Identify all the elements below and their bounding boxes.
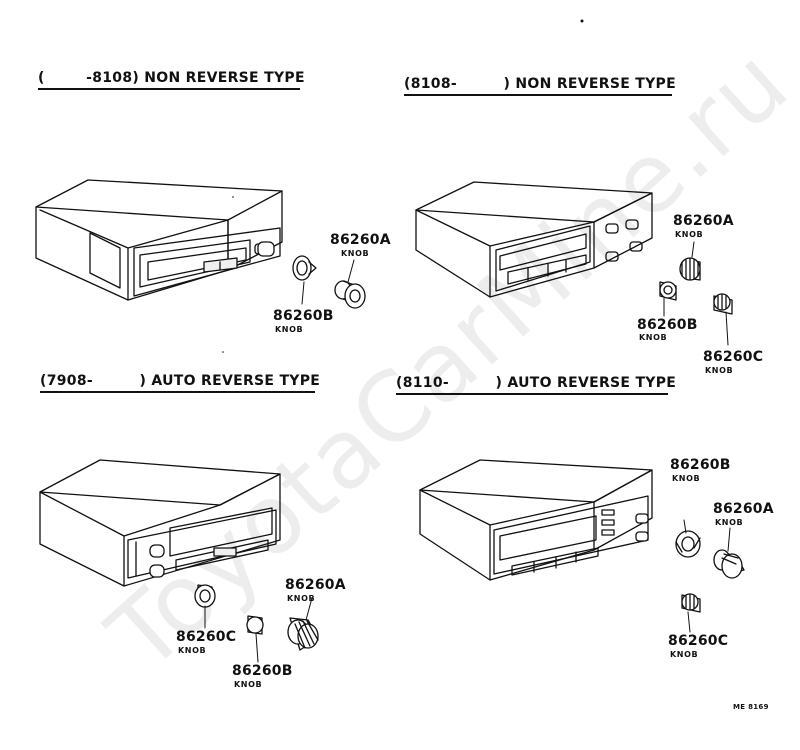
diagram-code: ME 8169 [733, 703, 769, 711]
radio-unit-auto-reverse-late [420, 460, 652, 580]
callout-s3-86260c-part: 86260C [176, 629, 237, 645]
callout-s3-86260a-part: 86260A [285, 577, 346, 593]
callout-s4-86260c-part: 86260C [668, 633, 729, 649]
callout-s3-86260c-name: KNOB [178, 646, 207, 655]
callout-s4-86260b-name: KNOB [672, 474, 701, 483]
section-title-auto-reverse-late: (8110- ) AUTO REVERSE TYPE [396, 375, 676, 395]
callout-s2-86260c-name: KNOB [705, 366, 734, 375]
knob-86260b-s4 [676, 531, 700, 557]
radio-unit-auto-reverse-early [40, 460, 280, 586]
callout-s1-86260b-name: KNOB [275, 325, 304, 334]
callout-s3-86260b-name: KNOB [234, 680, 263, 689]
knob-86260b-s1 [293, 256, 316, 280]
callout-s1-86260a-name: KNOB [341, 249, 370, 258]
knob-86260a-s3 [288, 618, 318, 650]
knob-86260c-s4 [682, 594, 700, 612]
callout-s2-86260b-name: KNOB [639, 333, 668, 342]
callout-s1-86260a-part: 86260A [330, 232, 391, 248]
section-title-auto-reverse-early: (7908- ) AUTO REVERSE TYPE [40, 373, 320, 393]
knob-86260c-s2 [714, 294, 732, 314]
section-title-non-reverse-late: (8108- ) NON REVERSE TYPE [404, 76, 676, 96]
callout-s2-86260a-name: KNOB [675, 230, 704, 239]
radio-unit-non-reverse-late [416, 182, 652, 297]
radio-unit-non-reverse-early [36, 180, 282, 300]
knob-86260a-s1 [335, 281, 365, 308]
knob-86260c-s3 [195, 585, 215, 607]
callout-s2-86260c-part: 86260C [703, 349, 764, 365]
knob-86260b-s3 [247, 616, 263, 634]
callout-s4-86260b-part: 86260B [670, 457, 731, 473]
callout-s2-86260a-part: 86260A [673, 213, 734, 229]
knob-86260a-s2 [680, 258, 700, 280]
callout-s3-86260b-part: 86260B [232, 663, 293, 679]
callout-s2-86260b-part: 86260B [637, 317, 698, 333]
callout-s4-86260a-name: KNOB [715, 518, 744, 527]
callout-s4-86260c-name: KNOB [670, 650, 699, 659]
knob-86260a-s4 [714, 550, 744, 578]
callout-s1-86260b-part: 86260B [273, 308, 334, 324]
knob-86260b-s2 [660, 282, 676, 300]
section-title-non-reverse-early: ( -8108) NON REVERSE TYPE [38, 70, 305, 90]
callout-s3-86260a-name: KNOB [287, 594, 316, 603]
callout-s4-86260a-part: 86260A [713, 501, 774, 517]
